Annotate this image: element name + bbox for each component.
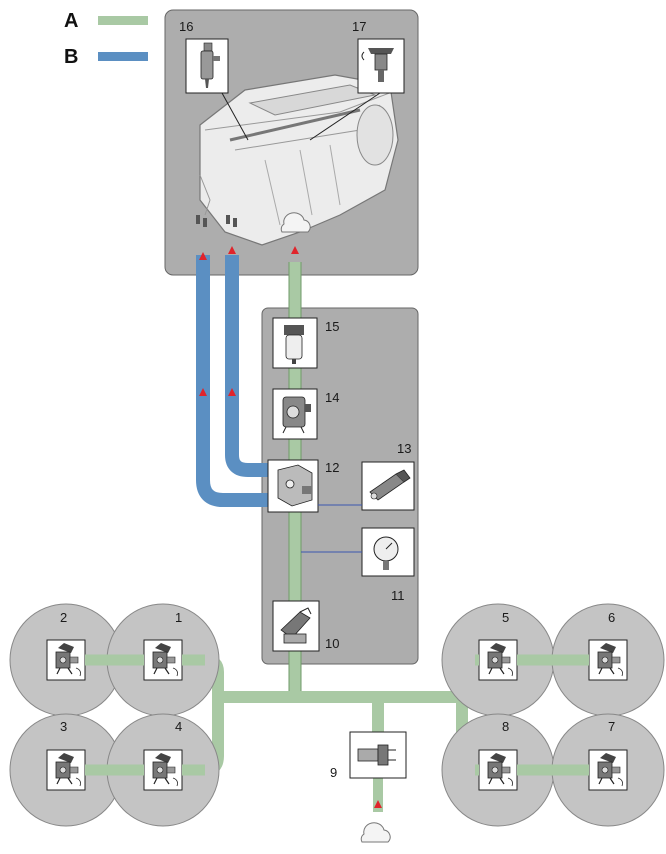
legend-key-a: A: [64, 10, 78, 32]
label-13: 13: [397, 441, 411, 456]
label-14: 14: [325, 390, 339, 405]
leader-line-17: [309, 92, 381, 141]
pipe-b-network: [196, 255, 270, 507]
relief-valve-icon: [369, 469, 411, 501]
label-7: 7: [608, 719, 615, 734]
label-11: 11: [391, 588, 405, 603]
label-9: 9: [330, 765, 337, 780]
distribution-block-icon: [277, 464, 313, 507]
filling-receptacle-icon: [357, 744, 396, 766]
label-10: 10: [325, 636, 339, 651]
engine-return-fittings: [196, 215, 237, 227]
pressure-gauge-icon: [373, 536, 399, 570]
label-2: 2: [60, 610, 67, 625]
label-1: 1: [175, 610, 182, 625]
label-8: 8: [502, 719, 509, 734]
vent-cloud-icon: [360, 822, 391, 843]
label-6: 6: [608, 610, 615, 625]
tank-valve-icon: [46, 639, 86, 681]
shutoff-valve-icon: [280, 607, 312, 644]
pump-icon: [282, 396, 311, 434]
pipe-a-tank-links: [85, 654, 589, 776]
pressure-sensor-icon: [361, 48, 394, 82]
leader-line-16: [221, 92, 249, 141]
label-16: 16: [179, 19, 193, 34]
tank-valve-icon: [46, 749, 86, 791]
flow-arrows: [199, 246, 382, 808]
label-5: 5: [502, 610, 509, 625]
tank-valve-icon: [588, 639, 628, 681]
label-3: 3: [60, 719, 67, 734]
tank-valve-icon: [143, 749, 183, 791]
tank-valve-icon: [143, 639, 183, 681]
label-4: 4: [175, 719, 182, 734]
legend-key-b: B: [64, 46, 78, 68]
label-12: 12: [325, 460, 339, 475]
injector-icon: [200, 42, 220, 88]
legend-swatch-a: [98, 16, 148, 25]
fuel-filter-icon: [284, 325, 304, 364]
engine-icon: [199, 74, 399, 246]
legend-swatch-b: [98, 52, 148, 61]
label-17: 17: [352, 19, 366, 34]
tank-valve-icon: [478, 639, 518, 681]
vent-cloud-icon: [280, 212, 311, 233]
tank-valve-icon: [478, 749, 518, 791]
tank-valve-icon: [588, 749, 628, 791]
label-15: 15: [325, 319, 339, 334]
